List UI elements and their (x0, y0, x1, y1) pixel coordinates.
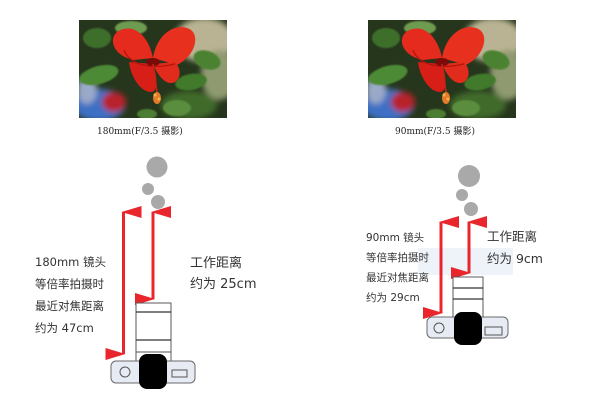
caption-90mm: 90mm(F/3.5 摄影) (395, 127, 475, 137)
label-line: 约为 25cm (190, 277, 257, 292)
label-line: 等倍率拍摄时 (366, 252, 429, 264)
subject-circles-icon (456, 165, 480, 216)
label-line: 约为 29cm (366, 292, 420, 304)
label-line: 最近对焦距离 (35, 299, 104, 313)
label-line: 约为 47cm (35, 321, 94, 335)
working-distance-label-90mm: 工作距离 约为 9cm (487, 226, 543, 270)
working-distance-label-180mm: 工作距离 约为 25cm (190, 253, 257, 295)
min-focus-distance-label-90mm: 90mm 镜头 等倍率拍摄时 最近对焦距离 约为 29cm (366, 228, 429, 308)
subject-circles-icon (142, 156, 168, 209)
label-line: 最近对焦距离 (366, 272, 429, 284)
label-line: 90mm 镜头 (366, 232, 425, 244)
camera-top-view-icon (110, 302, 196, 389)
label-line: 工作距离 (190, 256, 243, 271)
camera-top-view-icon (426, 276, 509, 345)
label-line: 约为 9cm (487, 251, 543, 266)
label-line: 工作距离 (487, 229, 538, 244)
label-line: 180mm 镜头 (35, 255, 107, 269)
caption-180mm: 180mm(F/3.5 摄影) (97, 127, 183, 137)
label-line: 等倍率拍摄时 (35, 277, 104, 291)
min-focus-distance-label-180mm: 180mm 镜头 等倍率拍摄时 最近对焦距离 约为 47cm (35, 251, 106, 339)
